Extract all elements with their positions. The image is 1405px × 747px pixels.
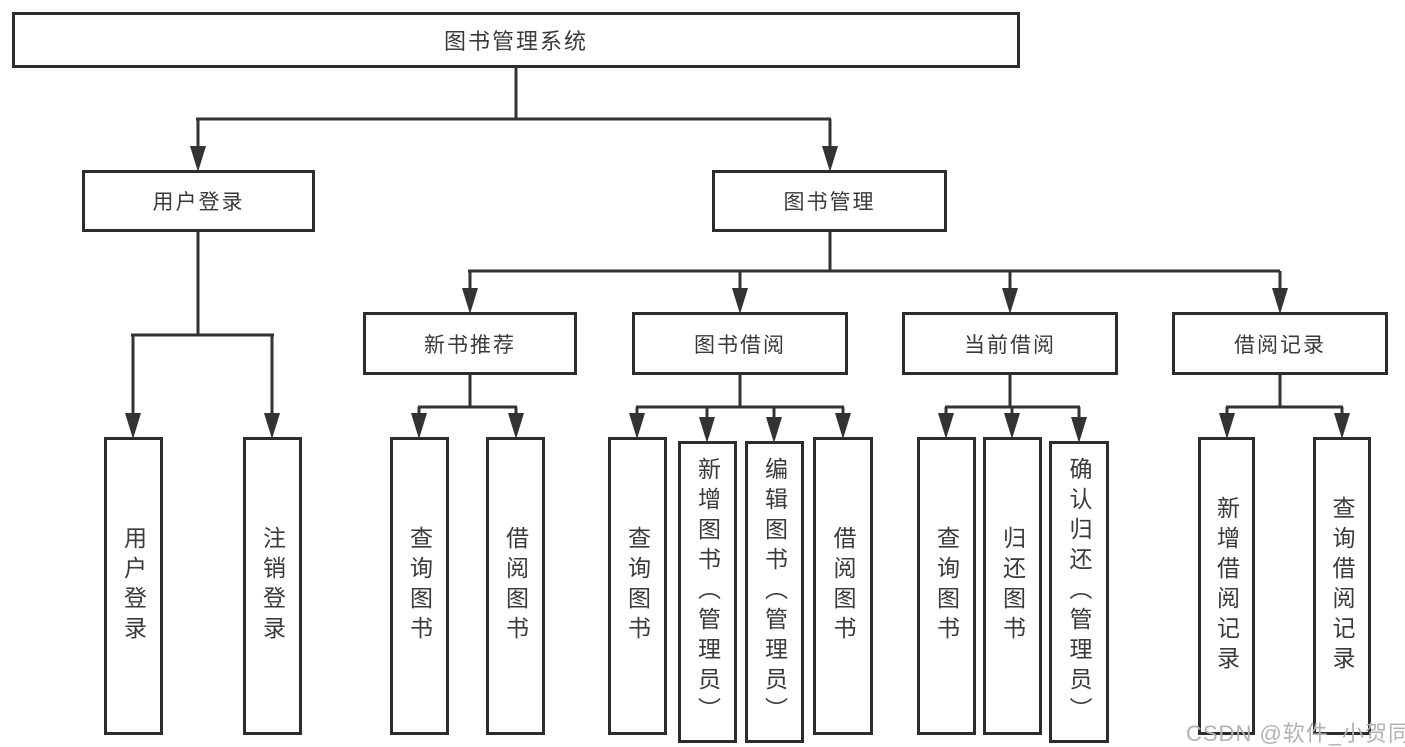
leaf-add-borrow-record: 新增借阅记录 xyxy=(1198,437,1255,735)
leaf-borrow-books-recommend: 借阅图书 xyxy=(486,437,545,735)
leaf-query-books-recommend: 查询图书 xyxy=(390,437,449,735)
leaf-query-books-borrow: 查询图书 xyxy=(608,437,667,735)
connector-edges xyxy=(131,68,1344,418)
arrowhead-icons xyxy=(125,146,1350,443)
node-new-book-recommend: 新书推荐 xyxy=(363,312,577,375)
node-user-login-group: 用户登录 xyxy=(82,170,315,232)
leaf-user-login: 用户登录 xyxy=(104,437,163,735)
node-book-borrowing: 图书借阅 xyxy=(632,312,848,375)
node-library-system: 图书管理系统 xyxy=(12,12,1020,68)
leaf-query-borrow-record: 查询借阅记录 xyxy=(1313,437,1371,735)
csdn-watermark: CSDN @软件_小贺同学 xyxy=(1186,721,1405,746)
leaf-edit-books-admin: 编辑图书（管理员） xyxy=(745,441,804,743)
leaf-add-books-admin: 新增图书（管理员） xyxy=(678,441,737,743)
node-book-management: 图书管理 xyxy=(712,170,947,232)
node-borrow-records: 借阅记录 xyxy=(1172,312,1388,375)
leaf-logout: 注销登录 xyxy=(243,437,302,735)
leaf-confirm-return-admin: 确认归还（管理员） xyxy=(1049,441,1109,743)
leaf-return-books: 归还图书 xyxy=(983,437,1042,735)
leaf-query-books-current: 查询图书 xyxy=(917,437,976,735)
leaf-borrow-books-borrow: 借阅图书 xyxy=(813,437,873,735)
node-current-borrowing: 当前借阅 xyxy=(902,312,1118,375)
